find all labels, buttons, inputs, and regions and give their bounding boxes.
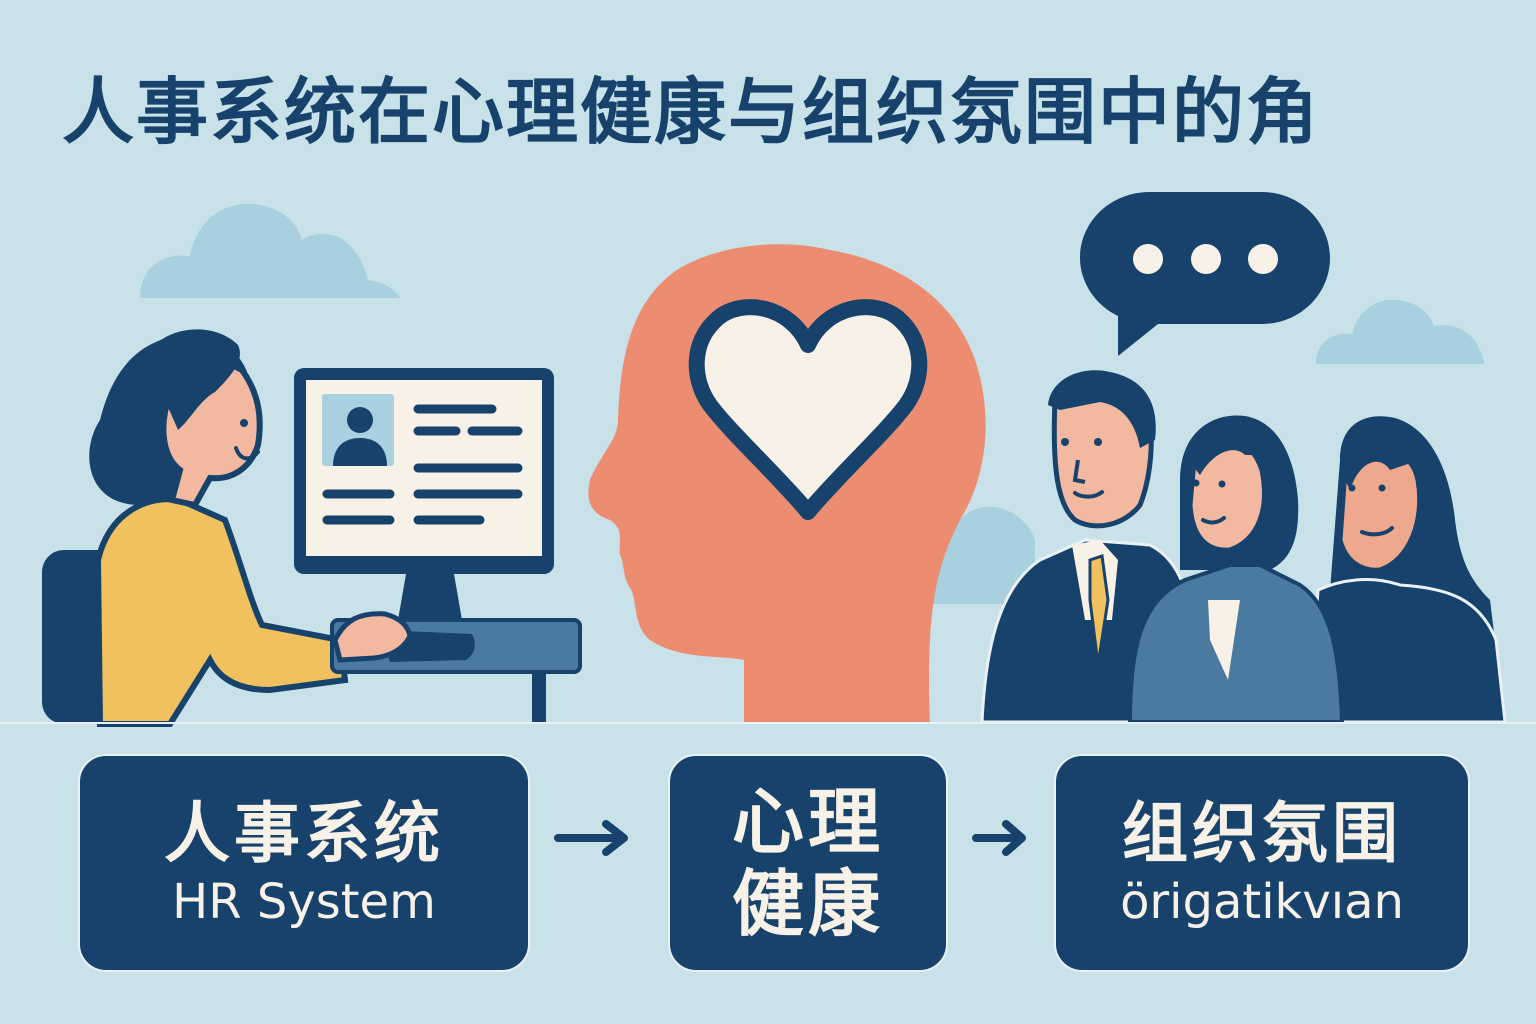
head-with-heart-illustration bbox=[588, 244, 986, 722]
page-title: 人事系统在心理健康与组织氛围中的角 bbox=[62, 70, 1321, 154]
flow-box-hr-system: 人事系统 HR System bbox=[78, 754, 530, 972]
right-arrow-icon bbox=[972, 820, 1026, 856]
heart-icon bbox=[688, 299, 928, 520]
cloud-icon bbox=[920, 506, 1035, 604]
flow-box-label-zh-line2: 健康 bbox=[731, 862, 884, 946]
speech-bubble-icon bbox=[1080, 192, 1330, 356]
flow-box-label-zh: 人事系统 bbox=[164, 795, 444, 872]
cloud-icon bbox=[1316, 299, 1484, 364]
woman-at-computer-illustration bbox=[42, 329, 582, 727]
dot bbox=[1133, 244, 1163, 274]
flow-box-organizational-climate: 组织氛围 örigatikvıan bbox=[1054, 754, 1470, 972]
dot bbox=[1248, 244, 1278, 274]
colleagues-group-illustration bbox=[980, 370, 1507, 724]
right-arrow-icon bbox=[554, 820, 628, 856]
dot bbox=[1191, 244, 1221, 274]
cloud-icon bbox=[140, 203, 400, 298]
flow-box-mental-health: 心理 健康 bbox=[668, 754, 948, 972]
flow-box-label-zh: 组织氛围 bbox=[1122, 795, 1402, 872]
flow-box-label-zh-line1: 心理 bbox=[731, 780, 884, 864]
flow-box-label-en: HR System bbox=[172, 874, 436, 930]
flow-box-label-en: örigatikvıan bbox=[1120, 874, 1404, 930]
